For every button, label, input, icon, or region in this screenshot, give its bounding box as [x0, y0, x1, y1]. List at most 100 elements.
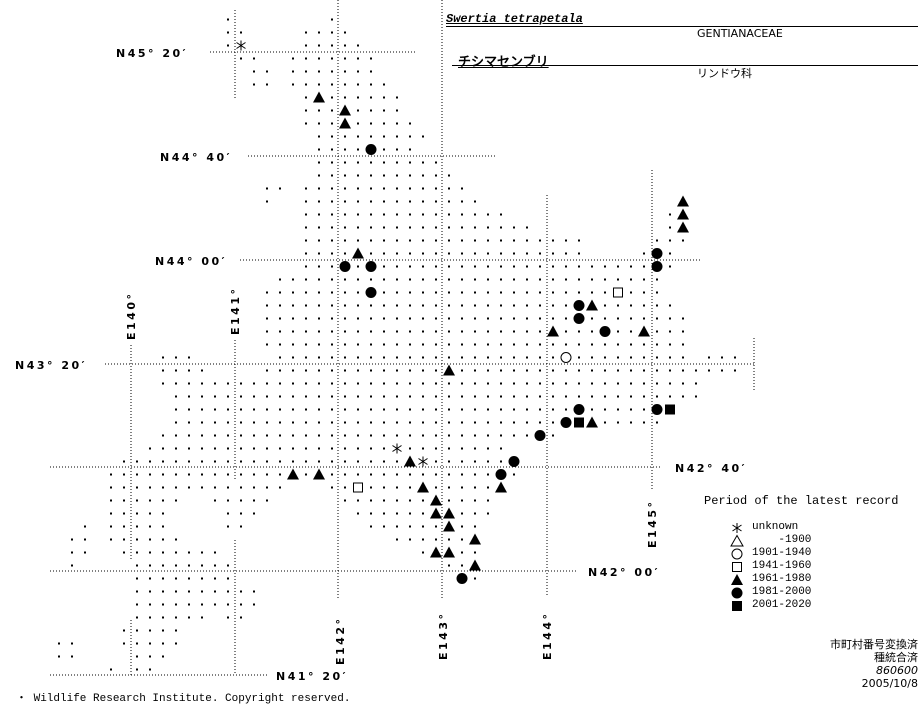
grid-dot [279, 291, 281, 294]
grid-dot [136, 564, 138, 567]
grid-dot [253, 408, 255, 411]
grid-dot [383, 499, 385, 502]
grid-dot [565, 330, 567, 333]
grid-dot [422, 265, 424, 268]
square-shape [665, 404, 675, 415]
grid-dot [396, 109, 398, 112]
grid-dot [565, 252, 567, 255]
lat-label-n44-40: N44° 40′ [160, 151, 232, 164]
grid-dot [630, 421, 632, 424]
grid-dot [474, 434, 476, 437]
grid-dot [526, 382, 528, 385]
grid-dot [370, 473, 372, 476]
grid-dot [201, 590, 203, 593]
grid-dot [240, 460, 242, 463]
grid-dot [266, 343, 268, 346]
grid-dot [383, 96, 385, 99]
grid-dot [383, 304, 385, 307]
grid-dot [487, 512, 489, 515]
grid-dot [253, 590, 255, 593]
latitude-labels: N45° 20′ N44° 40′ N44° 00′ N43° 20′ N42°… [15, 47, 745, 683]
grid-dot [305, 369, 307, 372]
grid-dot [552, 239, 554, 242]
grid-dot [513, 382, 515, 385]
grid-dot [383, 421, 385, 424]
grid-dot [188, 616, 190, 619]
grid-dot [409, 252, 411, 255]
grid-dot [656, 395, 658, 398]
grid-dot [630, 291, 632, 294]
grid-dot [630, 395, 632, 398]
grid-dot [448, 486, 450, 489]
grid-dot [357, 395, 359, 398]
grid-dot [331, 265, 333, 268]
grid-dot [552, 278, 554, 281]
lon-label-e140: E140° [125, 292, 138, 340]
title-rule [446, 26, 918, 27]
grid-dot [396, 304, 398, 307]
grid-dot [162, 564, 164, 567]
grid-dot [396, 525, 398, 528]
grid-dot [513, 226, 515, 229]
grid-dot [357, 174, 359, 177]
grid-dot [188, 434, 190, 437]
grid-dot [331, 382, 333, 385]
grid-dot [656, 369, 658, 372]
grid-dot [305, 70, 307, 73]
grid-dot [331, 57, 333, 60]
grid-dot [435, 291, 437, 294]
grid-dot [331, 304, 333, 307]
grid-dot [565, 317, 567, 320]
grid-dot [487, 226, 489, 229]
grid-dot [162, 512, 164, 515]
grid-dot [162, 538, 164, 541]
record-filled-circle-icon [573, 300, 585, 311]
grid-dot [396, 187, 398, 190]
grid-dot [305, 460, 307, 463]
record-filled-circle-icon [508, 456, 520, 467]
grid-dot [409, 408, 411, 411]
grid-dot [110, 668, 112, 671]
grid-dot [552, 356, 554, 359]
grid-dot [305, 304, 307, 307]
record-asterisk-icon [418, 456, 428, 467]
grid-dot [487, 460, 489, 463]
legend-open-circle-icon [731, 548, 743, 560]
grid-dot [370, 525, 372, 528]
grid-dot [604, 408, 606, 411]
grid-dot [513, 317, 515, 320]
grid-dot [409, 473, 411, 476]
grid-dot [305, 421, 307, 424]
grid-dot [669, 252, 671, 255]
grid-dot [448, 317, 450, 320]
grid-dot [201, 460, 203, 463]
grid-dot [409, 382, 411, 385]
grid-dot [474, 447, 476, 450]
grid-dot [383, 278, 385, 281]
record-filled-triangle-icon [469, 533, 481, 545]
grid-dot [227, 382, 229, 385]
grid-dot [539, 356, 541, 359]
grid-dot [448, 460, 450, 463]
grid-dot [357, 213, 359, 216]
grid-dot [370, 460, 372, 463]
grid-dot [669, 369, 671, 372]
grid-dot [565, 291, 567, 294]
grid-dot [409, 304, 411, 307]
grid-dot [162, 629, 164, 632]
grid-dot [305, 96, 307, 99]
circle-shape [731, 587, 743, 599]
grid-dot [240, 447, 242, 450]
grid-dot [162, 525, 164, 528]
grid-dot [344, 382, 346, 385]
grid-dot [617, 421, 619, 424]
grid-dot [370, 499, 372, 502]
grid-dot [370, 122, 372, 125]
grid-dot [201, 434, 203, 437]
grid-dot [357, 369, 359, 372]
grid-dot [175, 434, 177, 437]
record-filled-triangle-icon [404, 455, 416, 467]
grid-dot [227, 18, 229, 21]
grid-dot [435, 525, 437, 528]
grid-dot [136, 460, 138, 463]
